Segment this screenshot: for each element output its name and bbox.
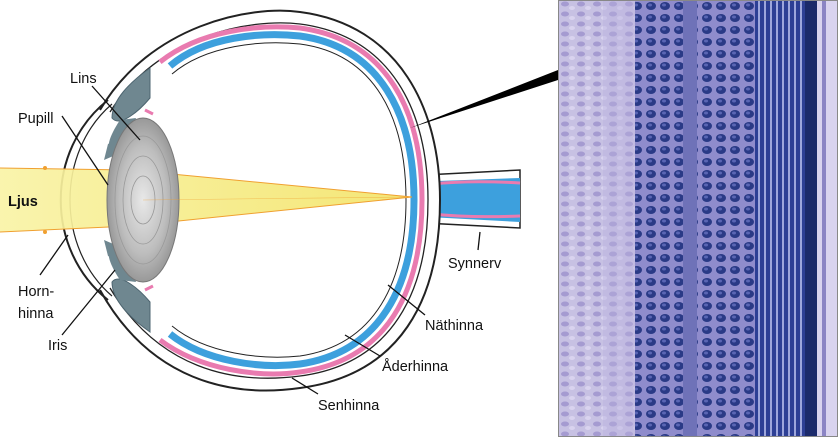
micrograph-inner-nuclear-layer [635,0,683,437]
label-senhinna: Senhinna [318,398,380,414]
label-pupill: Pupill [18,111,53,127]
label-aderhinna: Åderhinna [382,358,449,375]
micrograph-photoreceptor-layer [755,0,805,437]
label-nathinna: Näthinna [425,318,484,334]
retina-micrograph [558,0,838,437]
magnification-wedge [410,70,558,128]
micrograph-outer-nuclear-layer [697,0,755,437]
label-hinna: hinna [18,306,54,322]
label-ljus: Ljus [8,194,38,210]
label-iris: Iris [48,338,67,354]
label-horn: Horn- [18,284,54,300]
label-synnerv: Synnerv [448,256,502,272]
label-lins: Lins [70,71,97,87]
micrograph-fiber-layer [558,0,603,437]
leader-synnerv [478,232,480,250]
leader-horn [40,235,68,275]
